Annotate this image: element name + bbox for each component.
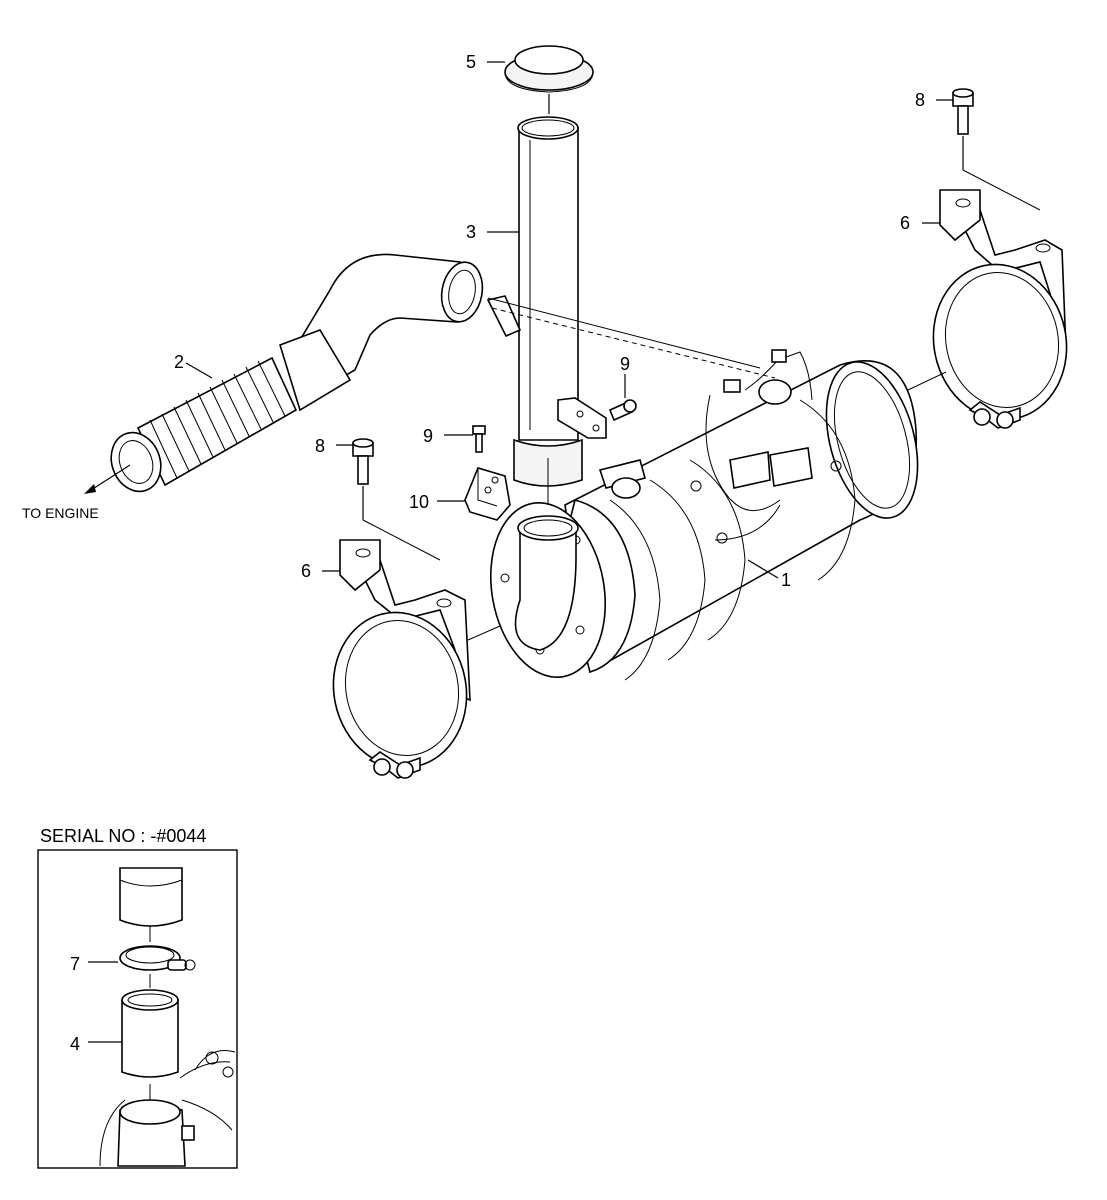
callout-10: 10 — [409, 492, 429, 512]
callout-8b: 8 — [915, 90, 925, 110]
to-engine-label: TO ENGINE — [22, 505, 99, 521]
callout-7: 7 — [70, 954, 80, 974]
callout-1: 1 — [781, 570, 791, 590]
bracket-part-10 — [464, 467, 511, 521]
callout-5: 5 — [466, 52, 476, 72]
bolt-part-8b — [952, 88, 974, 135]
callout-9b: 9 — [423, 426, 433, 446]
bolt-part-9a — [608, 399, 637, 422]
vertical-pipe-part — [513, 116, 583, 487]
inset-cleaner-outlet — [99, 1050, 236, 1167]
mounting-band-part-6b — [932, 189, 1068, 429]
bolt-part-9b — [472, 425, 486, 453]
callout-6b: 6 — [900, 213, 910, 233]
mounting-band-part-6a — [332, 539, 471, 779]
callout-2: 2 — [174, 352, 184, 372]
callout-3: 3 — [466, 222, 476, 242]
bolt-part-8a — [352, 438, 374, 485]
inset-upper-pipe — [119, 867, 183, 927]
callout-4: 4 — [70, 1034, 80, 1054]
callout-6a: 6 — [301, 561, 311, 581]
pipe-bracket — [557, 397, 607, 439]
air-cleaner-part — [489, 349, 919, 681]
hose-clamp-part-7 — [119, 945, 196, 971]
callout-9a: 9 — [620, 354, 630, 374]
callout-8a: 8 — [315, 436, 325, 456]
sleeve-part-4 — [121, 989, 179, 1078]
rain-cap-part — [504, 45, 594, 93]
serial-number-label: SERIAL NO : -#0044 — [40, 826, 206, 846]
intake-hose-part — [110, 253, 522, 493]
